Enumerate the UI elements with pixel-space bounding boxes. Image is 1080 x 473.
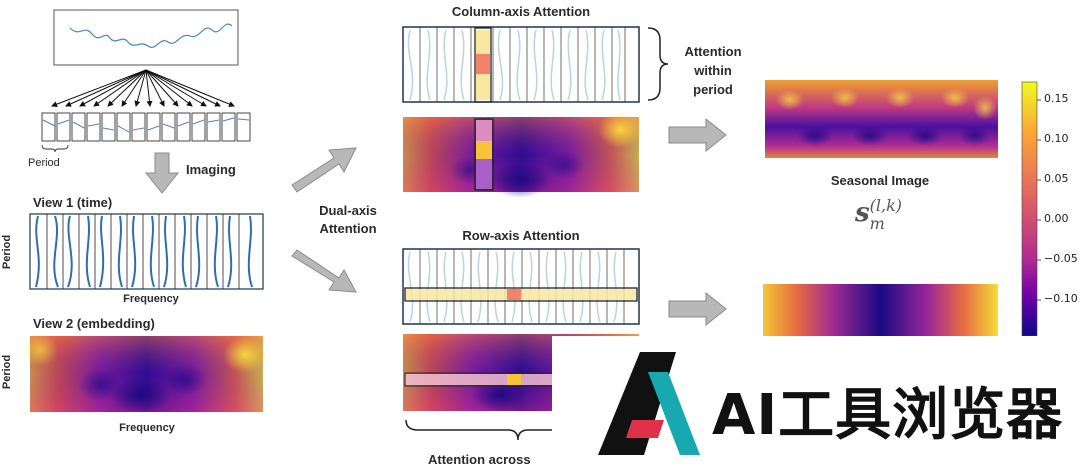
view2-heatmap <box>22 334 267 413</box>
view2-period-axis: Period <box>1 354 14 390</box>
view1-frequency-axis: Frequency <box>123 293 179 305</box>
within-period-label-1: Attention <box>684 44 742 59</box>
seasonal-image <box>765 80 998 158</box>
within-period-label-2: within <box>694 63 732 78</box>
imaging-label: Imaging <box>186 162 236 177</box>
dual-axis-arrows <box>291 147 357 293</box>
colorbar-tick: −0.05 <box>1044 252 1078 265</box>
seasonal-image-title: Seasonal Image <box>830 173 930 188</box>
raw-series-panel <box>53 9 239 66</box>
right-arrows <box>668 117 727 327</box>
within-period-label-3: period <box>693 82 733 97</box>
attention-across-label: Attention across <box>428 452 531 467</box>
period-label: Period <box>28 157 60 169</box>
column-heatmap <box>403 112 642 198</box>
within-period-brace <box>647 27 669 101</box>
colorbar-tick: −0.10 <box>1044 292 1078 305</box>
view1-image <box>29 213 264 290</box>
colorbar-tick: 0.10 <box>1044 132 1069 145</box>
view1-title: View 1 (time) <box>33 195 113 210</box>
seasonal-formula: s (l,k) m <box>855 198 902 232</box>
dual-axis-label-2: Attention <box>319 221 377 236</box>
dual-axis-label-1: Dual-axis <box>319 203 377 218</box>
colorbar-tick: 0.00 <box>1044 212 1069 225</box>
imaging-arrow <box>144 152 180 194</box>
row-heatmap <box>403 334 639 411</box>
view2-title: View 2 (embedding) <box>33 316 155 331</box>
split-arrows <box>51 69 235 108</box>
colorbar-tick: 0.15 <box>1044 92 1069 105</box>
colorbar-tick: 0.05 <box>1044 172 1069 185</box>
segmented-series <box>41 112 251 153</box>
view2-frequency-axis: Frequency <box>119 422 175 434</box>
column-attention-panel <box>402 26 640 103</box>
watermark-text: AI工具浏览器 <box>712 383 1064 448</box>
view1-period-axis: Period <box>1 234 14 270</box>
formula-sub: m <box>869 214 885 233</box>
watermark-logo-icon <box>598 352 700 455</box>
column-attention-title: Column-axis Attention <box>451 4 591 19</box>
trend-image <box>763 284 998 338</box>
formula-sup: (l,k) <box>869 196 903 215</box>
row-attention-title: Row-axis Attention <box>462 228 580 243</box>
row-attention-panel <box>402 248 640 325</box>
formula-base: s <box>855 198 870 228</box>
colorbar <box>1021 81 1041 337</box>
